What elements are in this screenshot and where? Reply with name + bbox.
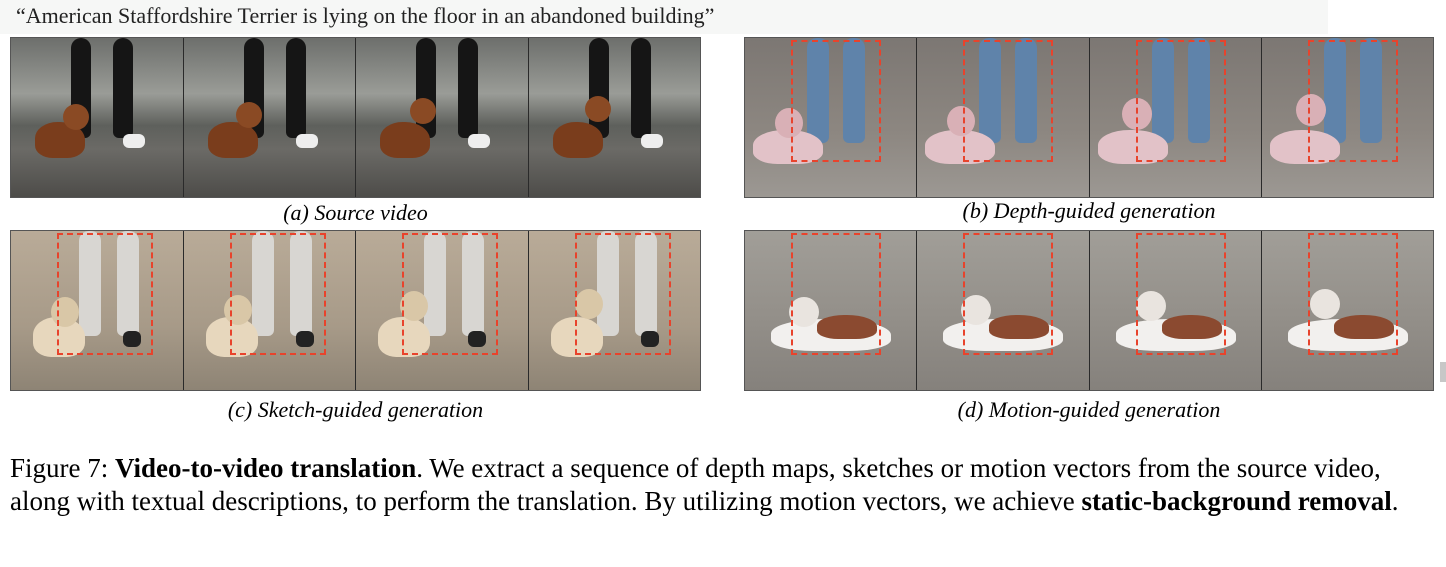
figure-title: Video-to-video translation [115, 453, 417, 483]
dog [1269, 130, 1340, 164]
video-frame [183, 231, 356, 390]
person-leg [807, 38, 829, 143]
panel-caption-b: (b) Depth-guided generation [962, 198, 1216, 223]
figure-label: Figure 7: [10, 453, 109, 483]
video-frame [11, 231, 184, 390]
video-frame [1261, 231, 1433, 390]
video-frame [1089, 38, 1262, 197]
person-leg [285, 38, 306, 138]
shoe [640, 134, 663, 148]
shoe [123, 134, 145, 148]
person-leg [113, 38, 133, 138]
panel-caption-a: (a) Source video [283, 200, 428, 225]
video-frame [11, 38, 184, 197]
video-frame [528, 38, 700, 197]
dog [207, 122, 258, 158]
shoe [640, 331, 659, 347]
dashed-highlight-box [229, 233, 326, 355]
depth-guided-strip [744, 37, 1434, 198]
dog-head [410, 98, 436, 124]
person-leg [117, 231, 139, 336]
person-leg [251, 231, 274, 336]
person-leg [462, 231, 484, 336]
dog-head [574, 289, 603, 319]
figure-end: . [1391, 486, 1399, 516]
dog-patch [989, 315, 1050, 339]
sketch-guided-strip [10, 230, 701, 391]
scrollbar-thumb[interactable] [1440, 362, 1446, 382]
video-frame [745, 231, 918, 390]
dog [1097, 130, 1168, 164]
dashed-highlight-box [963, 233, 1054, 355]
panel-caption-c: (c) Sketch-guided generation [227, 397, 484, 422]
dashed-highlight-box [1135, 233, 1226, 355]
dashed-highlight-box [1307, 233, 1398, 355]
dog [552, 122, 603, 158]
text-prompt: “American Staffordshire Terrier is lying… [0, 0, 1328, 34]
dashed-highlight-box [574, 233, 671, 355]
shoe [295, 134, 318, 148]
person-leg [1359, 38, 1382, 143]
figure-caption: Figure 7: Video-to-video translation. We… [10, 452, 1440, 518]
person-leg [596, 231, 619, 336]
video-frame [1261, 38, 1433, 197]
figure-emphasis: static-background removal [1081, 486, 1392, 516]
video-frame [356, 38, 529, 197]
dashed-highlight-box [57, 233, 153, 355]
person-leg [588, 38, 609, 138]
dog-head [400, 291, 428, 321]
dog-head [961, 295, 992, 325]
video-frame [917, 38, 1090, 197]
person-leg [79, 231, 101, 336]
shoe [468, 331, 486, 347]
dog-patch [1161, 315, 1222, 339]
video-frame [745, 38, 918, 197]
video-frame [183, 38, 356, 197]
shoe [123, 331, 141, 347]
person-leg [1151, 38, 1174, 143]
dog-head [947, 106, 976, 136]
motion-guided-strip [744, 230, 1434, 391]
person-leg [843, 38, 865, 143]
dashed-highlight-box [1135, 40, 1226, 162]
dog-head [223, 295, 252, 325]
panel-caption-d: (d) Motion-guided generation [957, 397, 1221, 422]
dog [380, 122, 430, 158]
shoe [468, 134, 490, 148]
person-leg [289, 231, 312, 336]
person-leg [424, 231, 446, 336]
person-leg [630, 38, 651, 138]
person-leg [458, 38, 478, 138]
dog-patch [817, 315, 877, 339]
dog-patch [1333, 315, 1394, 339]
person-leg [634, 231, 657, 336]
person-leg [1015, 38, 1038, 143]
dog-head [235, 102, 262, 128]
video-frame [528, 231, 700, 390]
video-frame [356, 231, 529, 390]
person-leg [1187, 38, 1210, 143]
person-leg [1323, 38, 1346, 143]
dashed-highlight-box [791, 40, 881, 162]
dog-head [1309, 289, 1340, 319]
dog [550, 317, 603, 357]
dashed-highlight-box [1307, 40, 1398, 162]
dog [378, 317, 430, 357]
video-frame [1089, 231, 1262, 390]
person-leg [979, 38, 1002, 143]
dashed-highlight-box [791, 233, 881, 355]
dog-head [1135, 291, 1166, 321]
dog-head [51, 297, 79, 327]
shoe [295, 331, 314, 347]
dog-head [1295, 94, 1326, 126]
video-frame [917, 231, 1090, 390]
dog-head [584, 96, 611, 122]
dashed-highlight-box [402, 233, 498, 355]
dog-head [789, 297, 819, 327]
figure-body: . We extract a sequence of depth maps, s… [10, 453, 1381, 516]
dog-head [63, 104, 89, 130]
dog-head [775, 108, 803, 138]
source-video-strip [10, 37, 701, 198]
dashed-highlight-box [963, 40, 1054, 162]
